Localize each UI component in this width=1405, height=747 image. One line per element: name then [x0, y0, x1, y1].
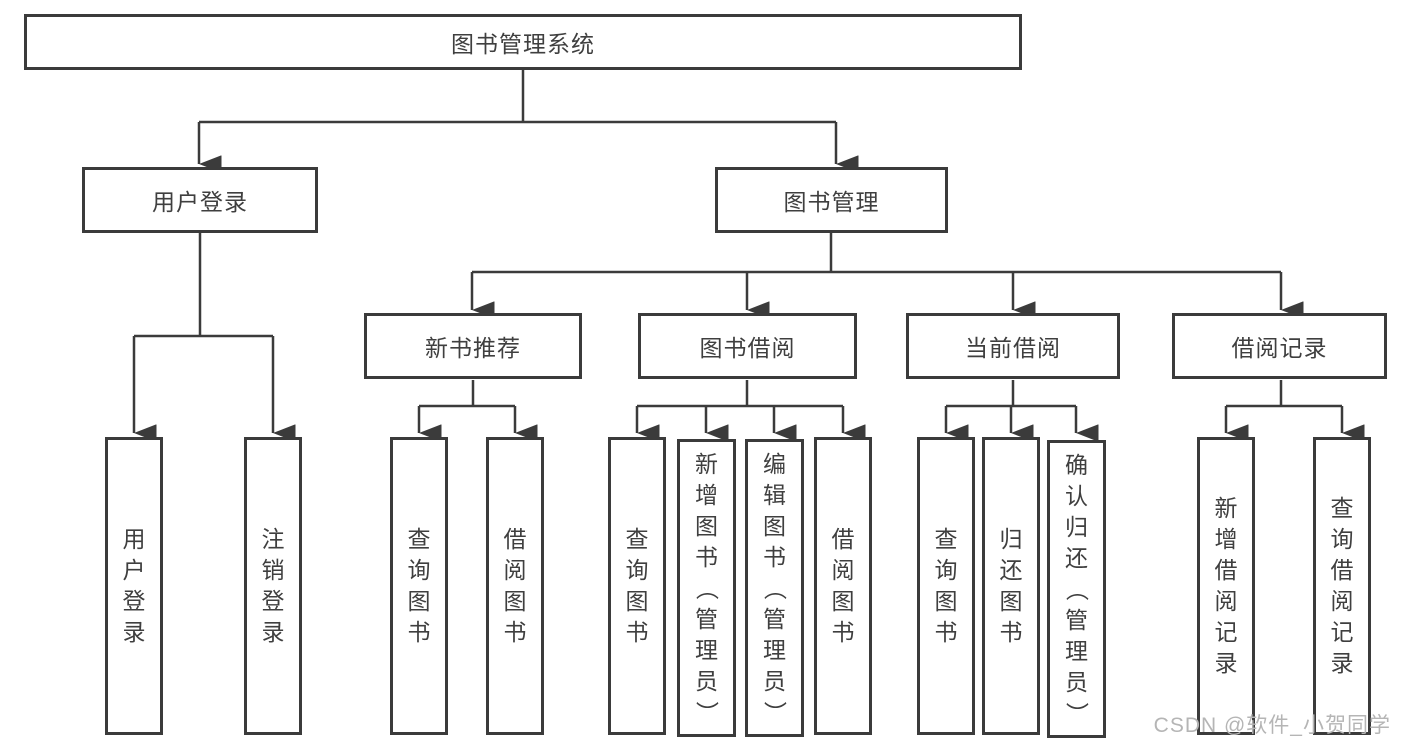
leaf-cb-confirm-return-admin: 确认归还（管理员）: [1047, 440, 1106, 738]
leaf-bb-borrow-books: 借阅图书: [814, 437, 872, 735]
node-user-login: 用户登录: [82, 167, 318, 233]
leaf-user-login: 用户登录: [105, 437, 163, 735]
leaf-bb-add-books-admin: 新增图书（管理员）: [677, 439, 736, 737]
stem-book-mgmt: [472, 233, 1281, 274]
leaf-bb-query-books: 查询图书: [608, 437, 666, 735]
stem-borrow-records: [1226, 380, 1342, 408]
stem-book-borrow: [637, 380, 843, 408]
leaf-nb-query-books-label: 查询图书: [407, 526, 431, 645]
node-current-borrow: 当前借阅: [906, 313, 1120, 379]
node-root-library-system: 图书管理系统: [24, 14, 1022, 70]
node-new-book-recommend: 新书推荐: [364, 313, 582, 379]
leaf-user-login-label: 用户登录: [122, 526, 146, 645]
leaf-br-query-record: 查询借阅记录: [1313, 437, 1371, 735]
leaf-cb-query-books: 查询图书: [917, 437, 975, 735]
leaf-br-add-record-label: 新增借阅记录: [1214, 495, 1238, 676]
stem-user-login: [134, 233, 273, 338]
stem-root: [199, 70, 836, 124]
leaf-br-add-record: 新增借阅记录: [1197, 437, 1255, 735]
leaf-nb-query-books: 查询图书: [390, 437, 448, 735]
leaf-logout: 注销登录: [244, 437, 302, 735]
leaf-br-query-record-label: 查询借阅记录: [1330, 495, 1354, 676]
leaf-nb-borrow-books: 借阅图书: [486, 437, 544, 735]
leaf-bb-edit-books-admin-label: 编辑图书（管理员）: [762, 450, 788, 724]
csdn-watermark: CSDN @软件_小贺同学: [1153, 714, 1391, 737]
leaf-nb-borrow-books-label: 借阅图书: [503, 526, 527, 645]
node-borrow-records: 借阅记录: [1172, 313, 1387, 379]
leaf-bb-add-books-admin-label: 新增图书（管理员）: [694, 450, 720, 724]
leaf-bb-query-books-label: 查询图书: [625, 526, 649, 645]
leaf-cb-confirm-return-admin-label: 确认归还（管理员）: [1064, 451, 1090, 725]
node-book-management: 图书管理: [715, 167, 948, 233]
leaf-bb-edit-books-admin: 编辑图书（管理员）: [745, 439, 804, 737]
node-book-borrow: 图书借阅: [638, 313, 857, 379]
leaf-cb-query-books-label: 查询图书: [934, 526, 958, 645]
stem-new-books: [419, 380, 515, 408]
leaf-cb-return-books: 归还图书: [982, 437, 1040, 735]
leaf-cb-return-books-label: 归还图书: [999, 526, 1023, 645]
leaf-bb-borrow-books-label: 借阅图书: [831, 526, 855, 645]
leaf-logout-label: 注销登录: [261, 526, 285, 645]
stem-current-borrow: [946, 380, 1076, 408]
